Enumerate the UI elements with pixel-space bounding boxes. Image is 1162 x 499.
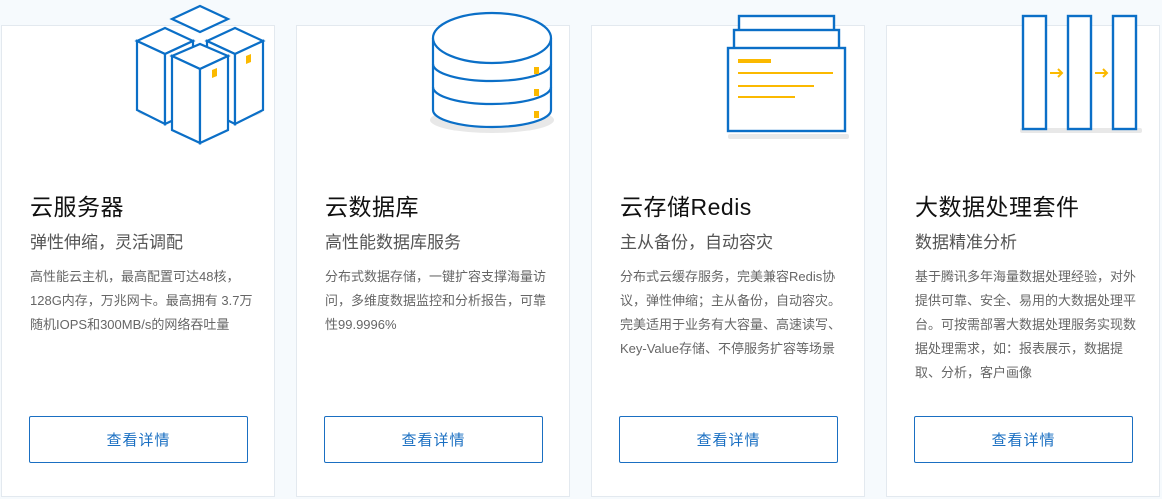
view-details-button[interactable]: 查看详情 (619, 416, 838, 463)
card-subtitle: 弹性伸缩，灵活调配 (30, 233, 183, 252)
card-title: 云存储Redis (620, 194, 752, 220)
server-rack-icon (134, 4, 266, 145)
product-card-cloud-server: 云服务器 弹性伸缩，灵活调配 高性能云主机，最高配置可达48核，128G内存，万… (1, 4, 275, 497)
card-description: 基于腾讯多年海量数据处理经验，对外提供可靠、安全、易用的大数据处理平台。可按需部… (915, 269, 1137, 380)
card-description: 分布式云缓存服务，完美兼容Redis协议，弹性伸缩；主从备份，自动容灾。完美适用… (620, 269, 842, 356)
view-details-button[interactable]: 查看详情 (324, 416, 543, 463)
database-icon (430, 11, 554, 133)
card-subtitle: 数据精准分析 (915, 233, 1017, 252)
view-details-button[interactable]: 查看详情 (914, 416, 1133, 463)
card-subtitle: 高性能数据库服务 (325, 233, 461, 252)
product-card-big-data-suite: 大数据处理套件 数据精准分析 基于腾讯多年海量数据处理经验，对外提供可靠、安全、… (886, 14, 1160, 497)
card-subtitle: 主从备份，自动容灾 (620, 233, 773, 252)
card-description: 高性能云主机，最高配置可达48核，128G内存，万兆网卡。最高拥有 3.7万随机… (30, 269, 253, 332)
product-card-cloud-redis: 云存储Redis 主从备份，自动容灾 分布式云缓存服务，完美兼容Redis协议，… (591, 14, 865, 497)
card-title: 大数据处理套件 (915, 194, 1080, 220)
card-title: 云数据库 (325, 194, 419, 220)
product-card-cloud-database: 云数据库 高性能数据库服务 分布式数据存储，一键扩容支撑海量访问，多维度数据监控… (296, 11, 570, 497)
data-pipeline-icon (1020, 14, 1142, 133)
view-details-button[interactable]: 查看详情 (29, 416, 248, 463)
document-stack-icon (726, 14, 849, 139)
card-description: 分布式数据存储，一键扩容支撑海量访问，多维度数据监控和分析报告，可靠性99.99… (325, 269, 547, 332)
card-title: 云服务器 (30, 194, 124, 220)
